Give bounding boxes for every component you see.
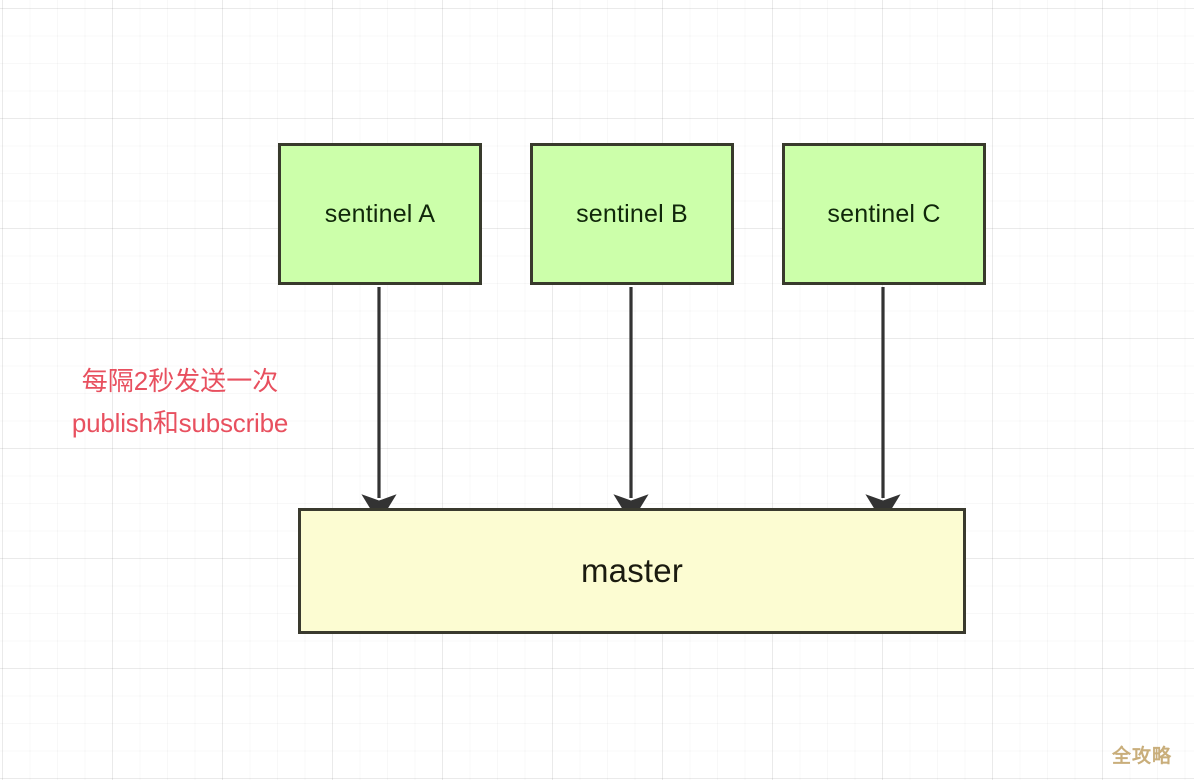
node-label-sentinel-a: sentinel A: [324, 199, 436, 228]
node-label-master: master: [580, 552, 684, 589]
node-sentinel-a[interactable]: sentinel A: [278, 143, 482, 285]
node-sentinel-b[interactable]: sentinel B: [530, 143, 734, 285]
node-master[interactable]: master: [298, 508, 966, 634]
annotation-publish-subscribe: 每隔2秒发送一次 publish和subscribe: [35, 360, 325, 444]
watermark: 全攻略: [1111, 745, 1172, 767]
node-label-sentinel-b: sentinel B: [576, 199, 688, 228]
annotation-line-2: publish和subscribe: [71, 408, 289, 439]
node-sentinel-c[interactable]: sentinel C: [782, 143, 986, 285]
annotation-line-1: 每隔2秒发送一次: [81, 366, 279, 396]
node-label-sentinel-c: sentinel C: [827, 199, 941, 228]
